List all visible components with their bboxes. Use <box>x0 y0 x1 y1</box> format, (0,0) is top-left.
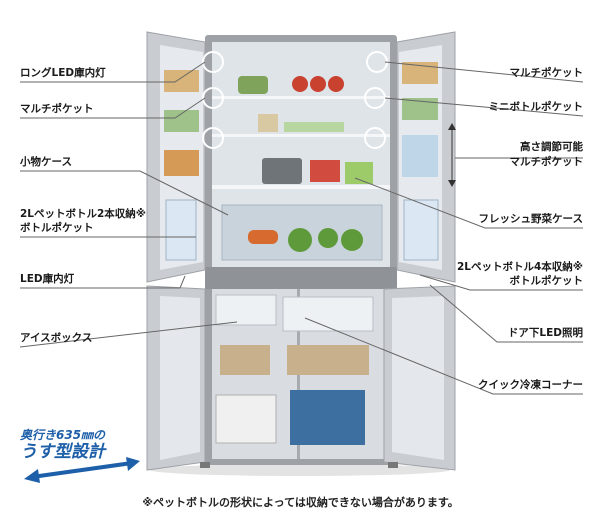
footnote: ※ペットボトルの形状によっては収納できない場合があります。 <box>142 496 459 509</box>
depth-arrow-icon <box>24 457 140 483</box>
badge-depth-text: 奥行き635㎜の <box>20 428 106 442</box>
callout-bottle-pocket-right: ボトルポケット <box>509 275 584 287</box>
callout-small-case: 小物ケース <box>20 156 72 168</box>
callout-long-led-light: ロングLED庫内灯 <box>20 67 106 79</box>
callout-mini-bottle-pocket: ミニボトルポケット <box>488 101 584 113</box>
callout-multi-pocket-adjustable: マルチポケット <box>509 156 584 168</box>
callout-adjustable-height: 高さ調節可能 <box>520 141 583 153</box>
callout-ice-box: アイスボックス <box>20 332 93 344</box>
callout-led-light: LED庫内灯 <box>20 273 75 285</box>
callout-fresh-vegetable-case: フレッシュ野菜ケース <box>478 213 583 225</box>
callout-quick-freeze-corner: クイック冷凍コーナー <box>478 379 583 391</box>
callout-2l-bottle-4: 2Lペットボトル4本収納※ <box>456 261 583 273</box>
badge-slim-text: うす型設計 <box>20 442 105 462</box>
callout-multi-pocket-left: マルチポケット <box>20 103 94 115</box>
slim-design-badge: 奥行き635㎜の うす型設計 <box>20 428 105 462</box>
callout-bottle-pocket-left: ボトルポケット <box>20 222 94 234</box>
callout-door-bottom-led: ドア下LED照明 <box>507 327 583 339</box>
callout-2l-bottle-2: 2Lペットボトル2本収納※ <box>20 208 147 220</box>
callout-multi-pocket-right: マルチポケット <box>509 67 584 79</box>
